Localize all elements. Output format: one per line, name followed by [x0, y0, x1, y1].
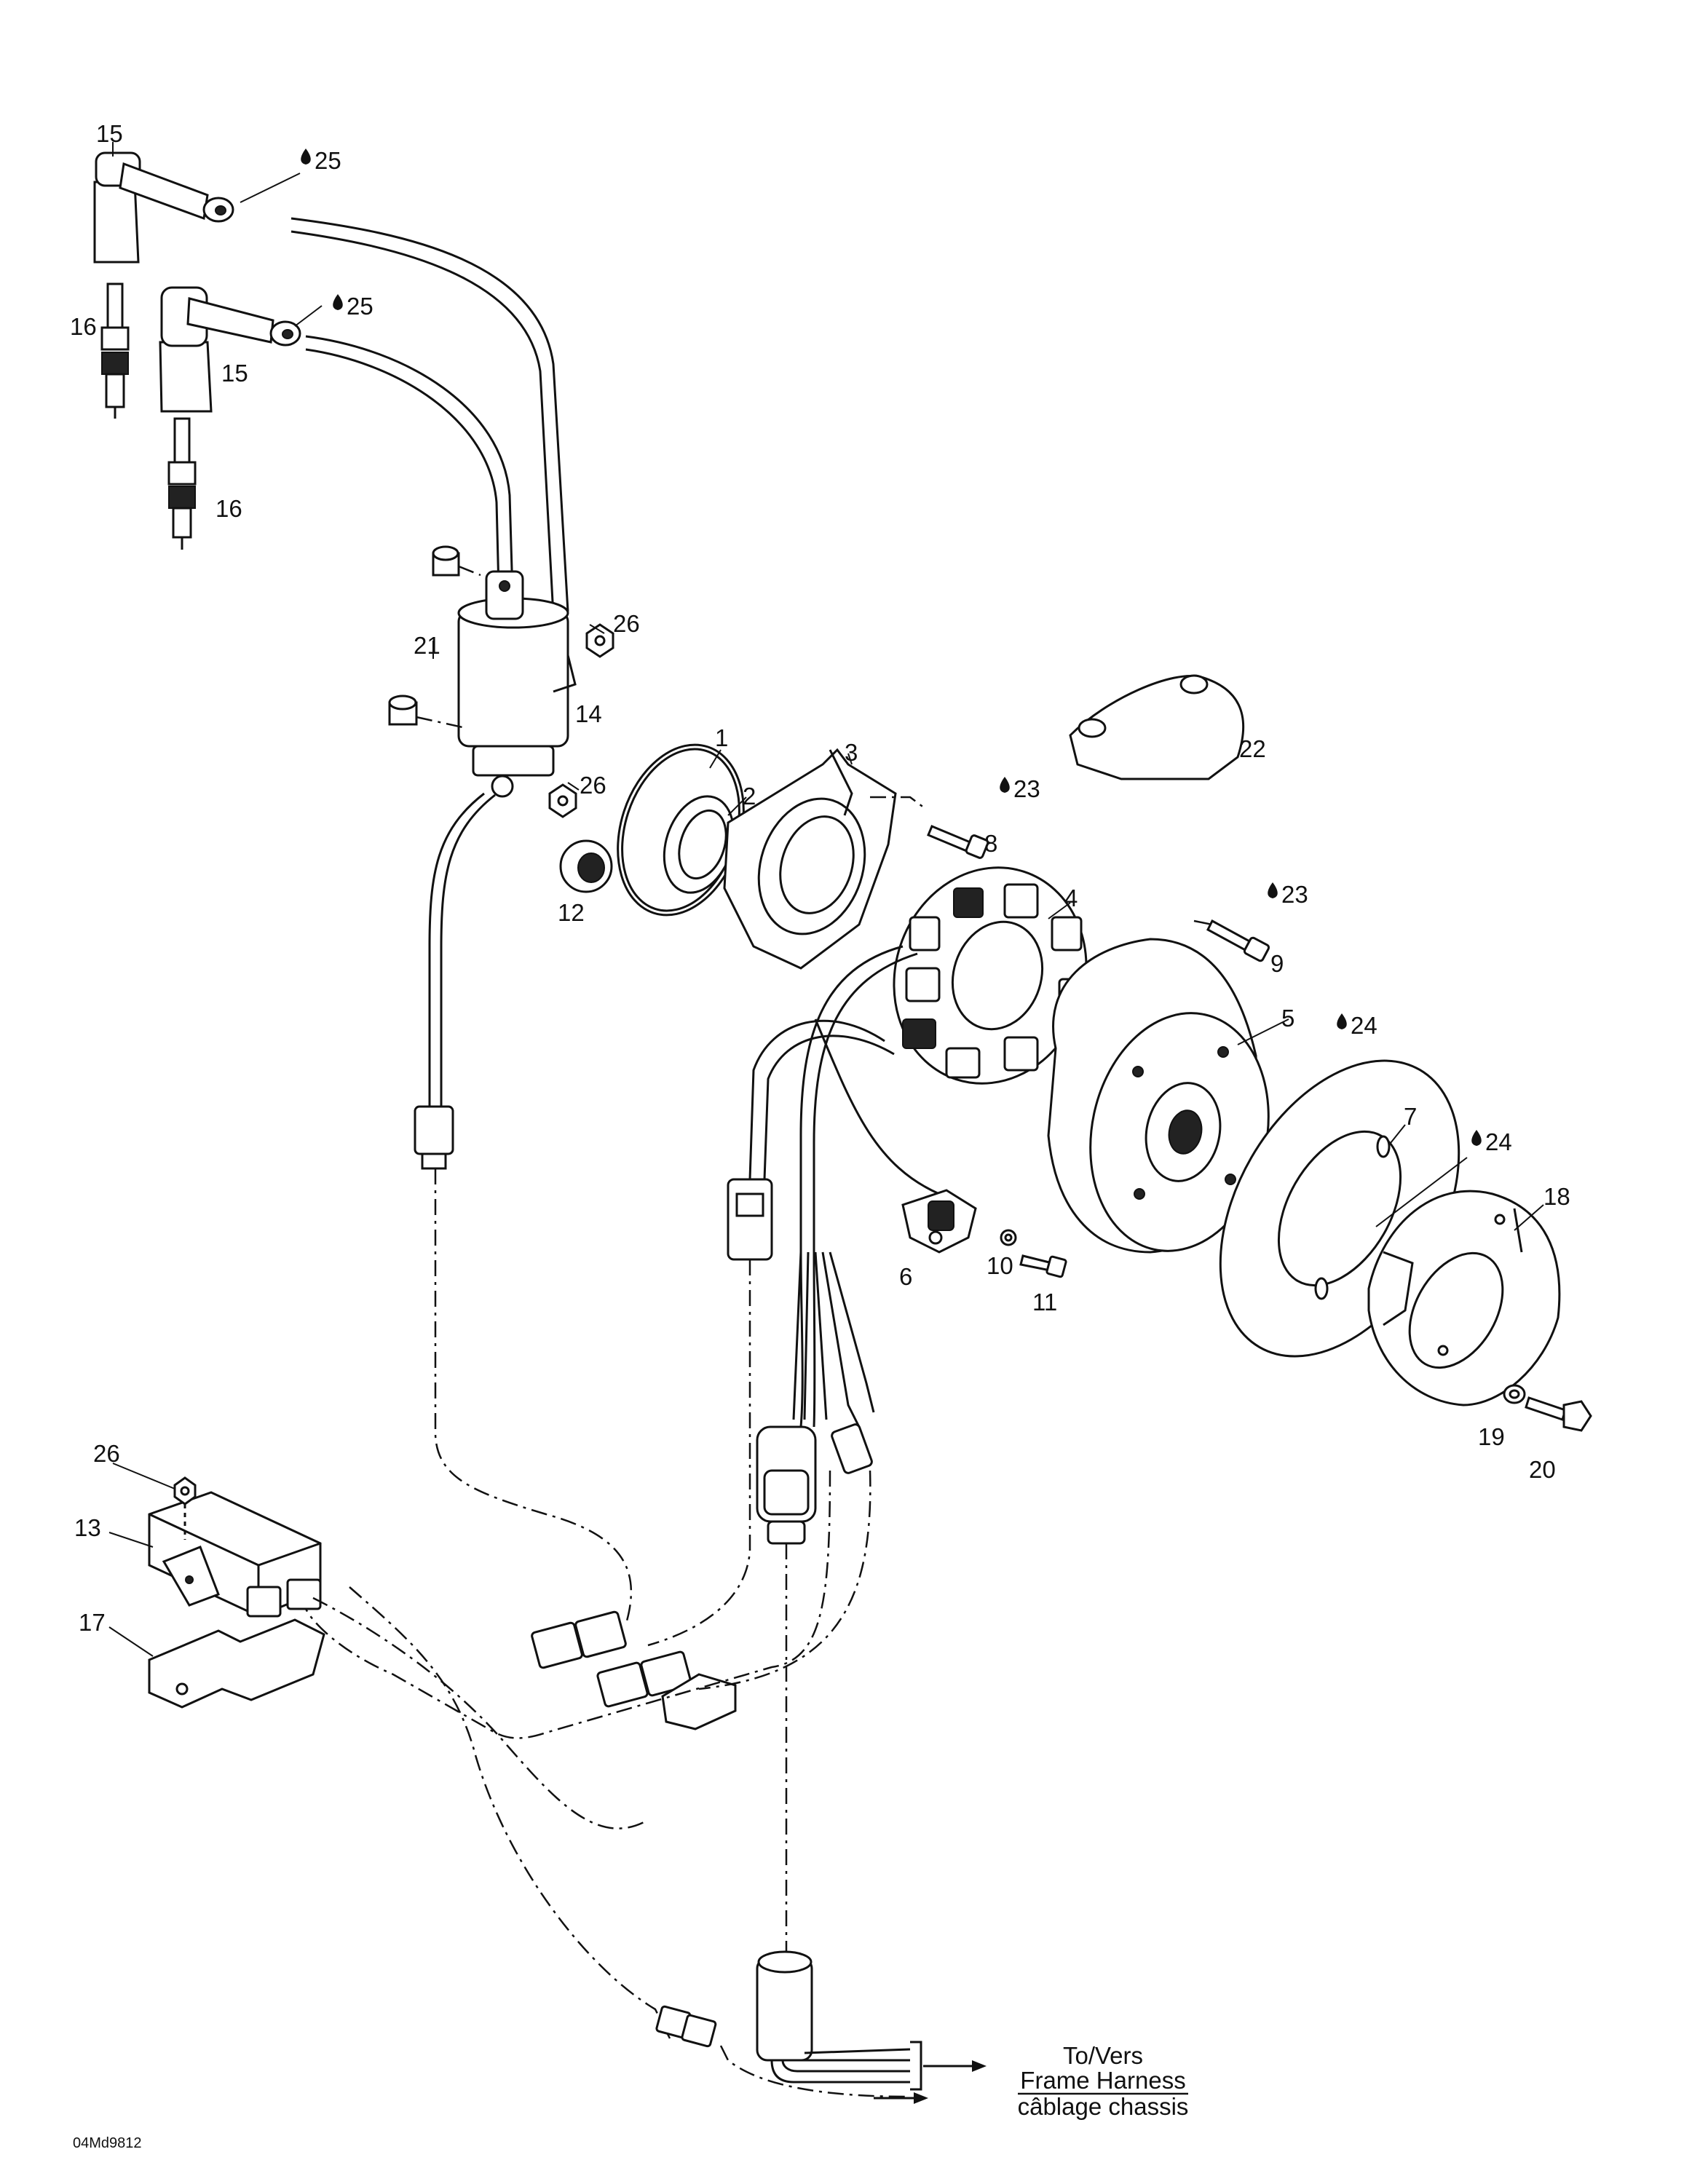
callout-24: 24 [1351, 1012, 1377, 1039]
callout-22: 22 [1239, 735, 1266, 762]
stator-4pin-connector [727, 1178, 773, 1261]
callout-23: 23 [1281, 881, 1308, 908]
high-tension-leads [290, 217, 569, 620]
callout-5: 5 [1281, 1005, 1294, 1032]
starter-cup [1367, 1190, 1561, 1406]
trigger-washer [1000, 1229, 1017, 1246]
drop-icon [1337, 1013, 1347, 1029]
coil-spacer-lower [388, 695, 418, 726]
ignition-coil [457, 570, 577, 798]
drop-icon [1000, 777, 1010, 793]
cdi-module [148, 1491, 322, 1618]
housing-screw [870, 796, 989, 859]
destination-line-2: Frame Harness [1020, 2067, 1185, 2094]
stator [893, 866, 1090, 1085]
callout-leaders [108, 142, 1544, 1657]
callout-3: 3 [845, 739, 858, 766]
coil-nut-lower [548, 783, 577, 818]
arrow-right-icon [874, 2092, 928, 2104]
flywheel-screw [1193, 919, 1270, 962]
cdi-nut [173, 1476, 197, 1506]
callout-25: 25 [315, 147, 341, 174]
callout-1: 1 [715, 724, 728, 751]
callout-17: 17 [79, 1609, 106, 1636]
callout-9: 9 [1270, 950, 1284, 977]
drawing-reference-code: 04Md9812 [73, 2135, 142, 2151]
callout-4: 4 [1064, 885, 1078, 911]
harness-connector-c [661, 1673, 737, 1730]
frame-harness-2pin-connector [655, 2005, 717, 2048]
callout-8: 8 [984, 830, 997, 857]
spark-plug-cap-upper [93, 151, 234, 264]
callout-21: 21 [414, 632, 440, 659]
magneto-cover [1069, 674, 1245, 780]
drop-icon [1471, 1130, 1482, 1146]
callout-2: 2 [743, 783, 756, 810]
cdi-mounting-plate [148, 1618, 325, 1709]
spark-plug-upper [100, 282, 130, 419]
harness-connector-b [596, 1650, 692, 1708]
callout-26: 26 [580, 772, 606, 799]
callout-26: 26 [93, 1440, 120, 1467]
coil-primary-wire [428, 792, 485, 1107]
spark-plug-cap-lower [159, 286, 301, 413]
callout-18: 18 [1543, 1183, 1570, 1210]
trigger-coil [901, 1189, 977, 1254]
stator-harness [748, 945, 940, 1428]
oil-seal [663, 795, 735, 894]
destination-line-1: To/Vers [1063, 2042, 1143, 2069]
callout-23: 23 [1013, 775, 1040, 802]
callout-26: 26 [613, 610, 640, 637]
callout-14: 14 [575, 700, 602, 727]
callout-7: 7 [1404, 1103, 1417, 1130]
callout-12: 12 [558, 899, 585, 926]
callout-15: 15 [96, 120, 123, 147]
coil-spacer-upper [432, 545, 460, 577]
spark-plug-lower [167, 417, 197, 550]
callout-24: 24 [1485, 1128, 1512, 1155]
wiring-routing-lines [304, 1168, 911, 2098]
main-harness-plug [756, 1425, 817, 1545]
frame-harness-plug [756, 1950, 922, 2091]
harness-connector-a [531, 1610, 627, 1669]
callout-25: 25 [347, 293, 373, 320]
callout-10: 10 [987, 1252, 1013, 1279]
callout-15: 15 [221, 360, 248, 387]
flywheel [1047, 938, 1270, 1254]
callout-13: 13 [74, 1514, 101, 1541]
callout-19: 19 [1478, 1423, 1505, 1450]
callout-20: 20 [1529, 1456, 1556, 1483]
starter-cup-bolt [1525, 1396, 1592, 1432]
drop-icon [333, 294, 343, 310]
magneto-housing [723, 748, 897, 970]
drop-icon [301, 149, 311, 165]
trigger-screw [1019, 1254, 1067, 1278]
crankshaft-seal [559, 839, 613, 893]
starter-cup-washer [1503, 1384, 1526, 1404]
drop-icons [301, 149, 1482, 1146]
coil-connector [414, 1105, 454, 1170]
coil-nut-upper [585, 623, 614, 658]
destination-line-3: câblage chassis [1018, 2093, 1189, 2120]
callout-6: 6 [899, 1263, 912, 1290]
stator-2pin-connector [831, 1423, 873, 1474]
callout-16: 16 [216, 495, 242, 522]
callout-11: 11 [1032, 1289, 1057, 1315]
drop-icon [1268, 882, 1278, 898]
callout-16: 16 [70, 313, 97, 340]
arrow-right-icon [923, 2060, 987, 2072]
